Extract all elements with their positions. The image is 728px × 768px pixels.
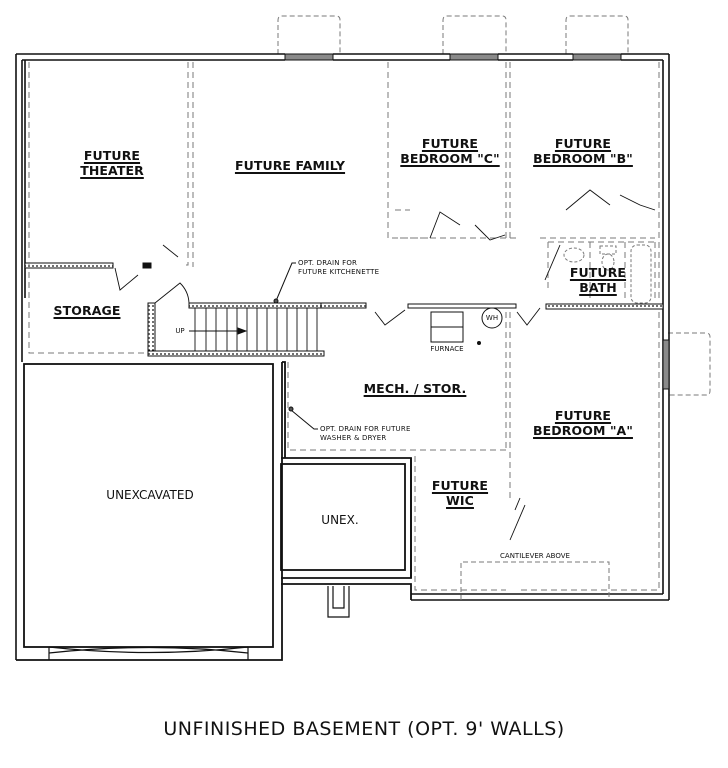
- room-label-wic: FUTURE WIC: [425, 478, 495, 508]
- bay-window-outlines: [277, 15, 711, 396]
- room-label-line: FUTURE: [421, 136, 479, 151]
- room-label-line: BEDROOM "B": [533, 151, 633, 166]
- water-heater-label: WH: [485, 314, 499, 322]
- note-line: OPT. DRAIN FOR: [298, 259, 358, 267]
- furnace: [430, 311, 464, 343]
- room-label-bedroom-b: FUTURE BEDROOM "B": [528, 136, 638, 166]
- unexcavated-opening: [48, 646, 249, 654]
- room-label-line: STORAGE: [53, 303, 121, 318]
- room-label-line: FUTURE: [554, 136, 612, 151]
- room-label-theater: FUTURE THEATER: [62, 148, 162, 178]
- windows: [284, 53, 670, 390]
- leader-lines: [273, 262, 318, 430]
- exterior-walls: [15, 53, 670, 660]
- room-label-bedroom-a: FUTURE BEDROOM "A": [528, 408, 638, 438]
- floor-plan-drawing: [15, 15, 711, 661]
- room-label-family: FUTURE FAMILY: [220, 158, 360, 173]
- room-label-bath: FUTURE BATH: [568, 265, 628, 295]
- room-label-line: FUTURE: [569, 265, 627, 280]
- room-label-line: BATH: [579, 280, 617, 295]
- cantilever-outline: [460, 561, 610, 600]
- water-heater-symbol: [481, 307, 503, 329]
- room-label-line: FUTURE: [83, 148, 141, 163]
- room-label-line: THEATER: [80, 163, 144, 178]
- note-washer-drain: OPT. DRAIN FOR FUTURE WASHER & DRYER: [320, 425, 411, 443]
- note-line: OPT. DRAIN FOR FUTURE: [320, 425, 411, 433]
- room-label-line: BEDROOM "A": [533, 423, 633, 438]
- future-partitions: [28, 62, 660, 591]
- post-detail: [327, 586, 350, 618]
- unexcavated-walls: [16, 361, 412, 661]
- room-label-storage: STORAGE: [42, 303, 132, 318]
- room-label-line: FUTURE FAMILY: [234, 158, 346, 173]
- room-label-mech: MECH. / STOR.: [345, 381, 485, 396]
- room-label-line: BEDROOM "C": [400, 151, 500, 166]
- plan-title: UNFINISHED BASEMENT (OPT. 9' WALLS): [163, 718, 565, 740]
- area-label-unexcavated: UNEXCAVATED: [106, 488, 194, 502]
- area-label-unex: UNEX.: [321, 513, 359, 527]
- stairs: [189, 308, 318, 351]
- note-line: FUTURE KITCHENETTE: [298, 268, 380, 276]
- stairs-up-label: UP: [175, 327, 185, 335]
- room-label-line: MECH. / STOR.: [363, 381, 467, 396]
- room-label-line: FUTURE: [431, 478, 489, 493]
- note-cantilever: CANTILEVER ABOVE: [500, 552, 570, 560]
- note-kitchenette-drain: OPT. DRAIN FOR FUTURE KITCHENETTE: [298, 259, 379, 277]
- room-label-line: WIC: [446, 493, 474, 508]
- bath-fixtures: [563, 244, 652, 304]
- note-line: WASHER & DRYER: [320, 434, 387, 442]
- room-label-line: FUTURE: [554, 408, 612, 423]
- furnace-label: FURNACE: [430, 345, 464, 353]
- room-label-bedroom-c: FUTURE BEDROOM "C": [395, 136, 505, 166]
- doors: [114, 189, 656, 541]
- interior-walls: [24, 262, 664, 357]
